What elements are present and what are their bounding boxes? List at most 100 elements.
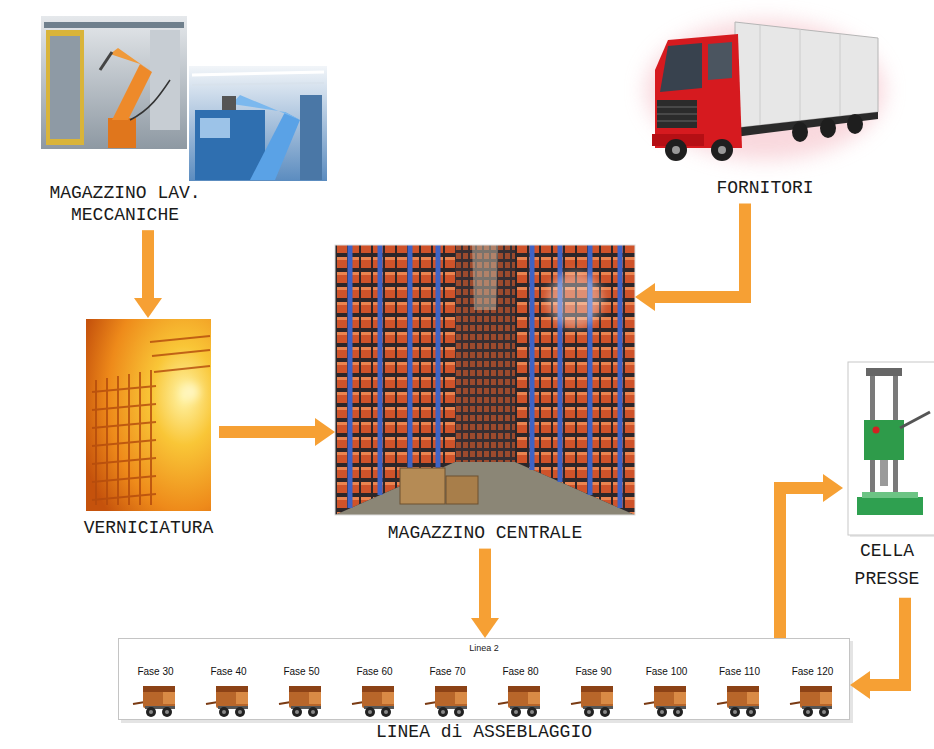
- warehouse-photo-part: [335, 245, 635, 515]
- flow-arrow: [850, 598, 905, 699]
- baler-row-part: [279, 686, 321, 717]
- truck-picture-part: [660, 43, 702, 92]
- painting-photo-part-part: [128, 374, 130, 505]
- baler-row-part: [133, 686, 175, 717]
- robot-photo-part: [130, 80, 170, 120]
- robot-photo-part: [46, 30, 84, 145]
- phase-label: Fase 30: [119, 666, 192, 678]
- warehouse-photo-part: [400, 468, 445, 504]
- painting-photo-part-part: [150, 336, 210, 342]
- warehouse-node: MAGAZZINO LAV. MECCANICHE: [40, 15, 330, 230]
- line-panel-ground: [118, 638, 853, 723]
- truck-picture-part: [645, 20, 885, 160]
- press-node: CELLA PRESSE: [843, 362, 931, 598]
- warehouse-photo-part: [455, 245, 515, 462]
- painting-photo-part-part: [92, 458, 156, 464]
- phase-label: Fase 110: [703, 666, 776, 678]
- painting-photo-part-part: [92, 476, 156, 482]
- robot-photo-part: [195, 110, 265, 180]
- baler-row: [133, 686, 832, 717]
- arrow-shaft: [780, 488, 824, 638]
- assembly-line-node: Linea 2Fase 30Fase 40Fase 50Fase 60Fase …: [118, 638, 850, 742]
- baler-row-part: [352, 686, 394, 717]
- painting-photo-part-part: [92, 494, 156, 500]
- robot-photo-part: [222, 96, 236, 110]
- warehouse-photo-part-part: [618, 245, 623, 508]
- line-title: Linea 2: [119, 643, 849, 654]
- truck-picture-part: [760, 25, 761, 125]
- robot-photo-part: [108, 118, 136, 148]
- warehouse-photo-part: [350, 245, 620, 508]
- truck-picture-part: [657, 107, 697, 108]
- truck-picture-part: [820, 118, 836, 138]
- painting-photo-part-part: [106, 378, 108, 505]
- arrow-shaft: [479, 549, 491, 619]
- node-label: CELLA PRESSE: [843, 538, 931, 594]
- painting-photo-part-part: [95, 380, 97, 505]
- supplier-node: FORNITORI: [650, 20, 880, 204]
- press-photo-part: [848, 362, 934, 535]
- robot-photo-part: [300, 95, 322, 180]
- truck-picture-part: [657, 100, 697, 128]
- press-photo-part: [862, 492, 918, 498]
- flow-arrow: [219, 418, 335, 446]
- arrow-shaft: [219, 426, 316, 438]
- truck-picture-part: [657, 121, 697, 122]
- robot-photo-part: [250, 112, 300, 180]
- phase-label: Fase 60: [338, 666, 411, 678]
- warehouse-photo-part-part: [408, 245, 413, 482]
- picture-area: [40, 15, 330, 183]
- warehouse-photo-part: [335, 245, 455, 515]
- painting-photo-part-part: [92, 422, 156, 428]
- press-photo-part: [857, 497, 923, 515]
- robot-photo-part: [188, 65, 328, 182]
- robot-photo-part: [150, 30, 180, 130]
- press-photo-part: [880, 460, 888, 486]
- flow-arrow: [471, 549, 499, 638]
- warehouse-photo-part: [335, 245, 635, 515]
- warehouse-photo-part-part: [348, 245, 353, 508]
- phase-label: Fase 50: [265, 666, 338, 678]
- truck-picture-part: [655, 34, 742, 148]
- flow-arrow: [780, 474, 843, 638]
- warehouse-photo-part: [547, 272, 603, 328]
- robot-photo-part: [40, 15, 188, 150]
- painting-photo-part-part: [154, 366, 210, 372]
- painting-photo-part-part: [150, 370, 152, 505]
- line-panel-ground-part: [118, 638, 850, 720]
- flow-arrow: [635, 204, 745, 311]
- baler-row-part: [644, 686, 686, 717]
- robot-photo-part: [192, 72, 324, 75]
- warehouse-node: MAGAZZINO CENTRALE: [335, 245, 635, 549]
- arrow-shaft: [869, 598, 905, 685]
- truck-picture-part: [711, 139, 733, 161]
- robot-photo-part: [232, 95, 300, 120]
- phase-label: Fase 40: [192, 666, 265, 678]
- painting-photo-part-part: [92, 404, 156, 410]
- phase-label: Fase 80: [484, 666, 557, 678]
- robot-photo-part: [192, 83, 324, 85]
- warehouse-photo-part-part: [378, 245, 383, 495]
- press-photo-part: [873, 427, 880, 434]
- press-photo: [848, 362, 934, 537]
- arrow-shaft: [654, 204, 745, 297]
- phase-label: Fase 90: [557, 666, 630, 678]
- phase-row: Fase 30Fase 40Fase 50Fase 60Fase 70Fase …: [119, 666, 849, 678]
- robot-photo: [40, 15, 188, 150]
- robot-photo-part: [44, 22, 184, 28]
- arrow-head: [823, 474, 843, 502]
- press-photo-part: [866, 368, 902, 376]
- robot-photo-part: [50, 36, 80, 139]
- arrow-head: [635, 283, 655, 311]
- node-label: LINEA di ASSEBLAGGIO: [118, 723, 850, 742]
- painting-photo-part-part: [92, 386, 156, 392]
- node-label: MAGAZZINO LAV. MECCANICHE: [40, 183, 210, 226]
- picture-area: [650, 20, 880, 178]
- painting-photo-part: [92, 336, 210, 505]
- node-label: FORNITORI: [650, 178, 880, 200]
- robot-photo: [188, 65, 328, 182]
- truck-picture-part: [800, 29, 801, 121]
- baler-row-part: [206, 686, 248, 717]
- baler-row-part: [571, 686, 613, 717]
